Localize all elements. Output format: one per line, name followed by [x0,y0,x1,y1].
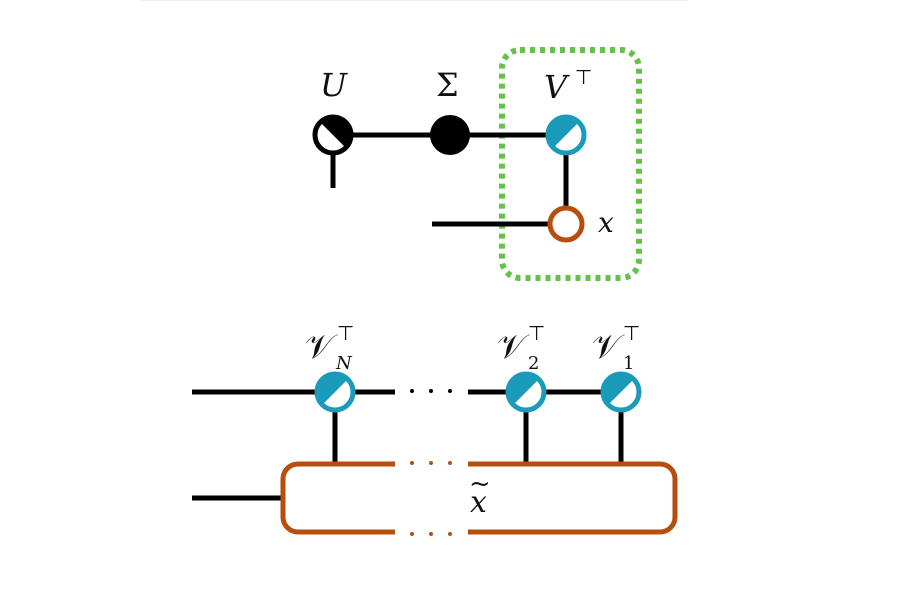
top-border-line [140,0,688,1]
node-vn [314,371,356,413]
label-x-tilde-accent: ~ [469,469,491,499]
ellipsis-wire [410,389,452,393]
label-vn-sub: N [335,353,353,374]
label-x: x [598,206,614,239]
label-x-tilde: x [470,485,487,520]
label-v: V [544,68,570,106]
label-v2-sup: ⊤ [528,321,545,345]
node-v-transpose [545,114,587,156]
highlight-box [499,47,642,281]
label-vn-sup: ⊤ [337,321,354,345]
label-v2: 𝒱 [497,327,530,367]
node-v2 [505,371,547,413]
label-v-transpose-mark: ⊤ [575,65,592,89]
ellipsis-tensor [410,461,452,536]
label-v1-sup: ⊤ [623,321,640,345]
label-u: U [320,66,348,104]
label-v1-sub: 1 [623,353,634,374]
node-sigma [430,115,470,155]
tensor-box-x-tilde [280,461,678,535]
label-v1: 𝒱 [592,327,625,367]
node-x [547,205,585,243]
label-v2-sub: 2 [528,353,539,374]
label-sigma: Σ [436,66,459,104]
node-v1 [600,371,642,413]
label-vn: 𝒱 [305,327,338,367]
node-u [312,114,354,156]
